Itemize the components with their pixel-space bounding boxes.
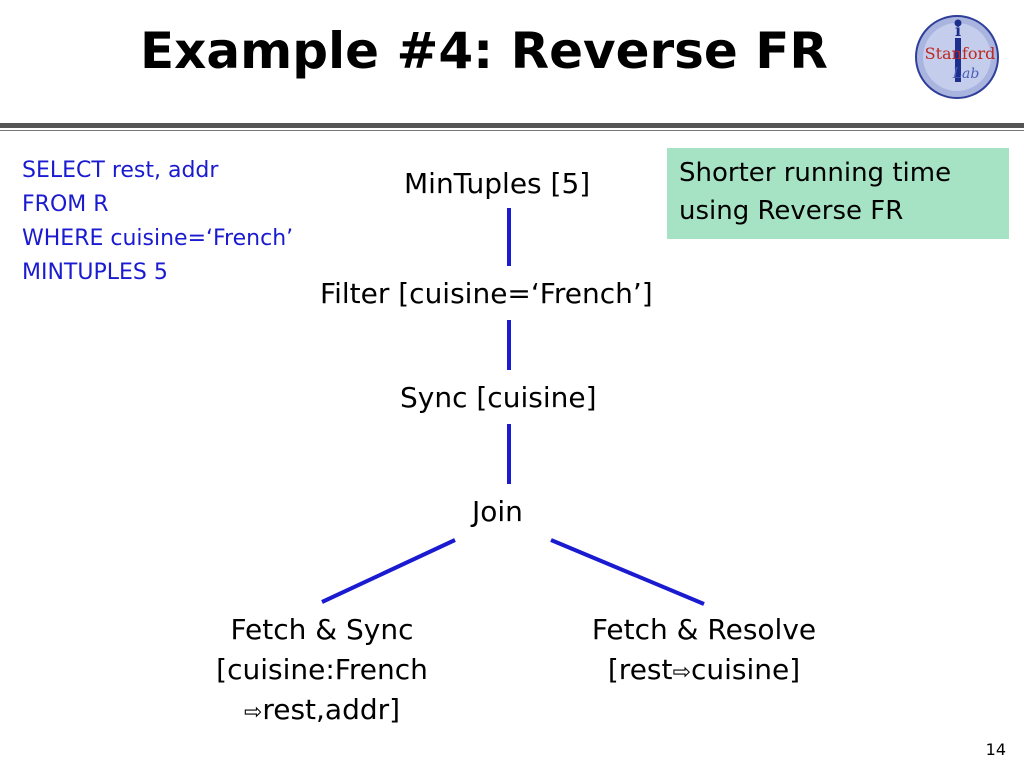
- node-label: ⇨rest,addr]: [204, 690, 440, 733]
- note-line: using Reverse FR: [679, 196, 904, 226]
- sql-query: SELECT rest, addr FROM R WHERE cuisine=‘…: [22, 154, 293, 290]
- node-label: Fetch & Sync: [230, 613, 414, 646]
- query-line: WHERE cuisine=‘French’: [22, 226, 294, 251]
- right-outline-arrow-icon: ⇨: [243, 700, 263, 725]
- slide-title: Example #4: Reverse FR: [140, 22, 828, 80]
- node-mintuples: MinTuples [5]: [404, 164, 590, 204]
- note-line: Shorter running time: [679, 158, 952, 188]
- svg-text:Lab: Lab: [952, 66, 980, 82]
- node-label-text: rest,addr]: [262, 693, 401, 726]
- stanford-infolab-logo: i Stanford Lab: [915, 15, 999, 99]
- query-line: SELECT rest, addr: [22, 158, 219, 183]
- node-label: [cuisine:French: [216, 653, 428, 686]
- node-label: [rest⇨cuisine]: [576, 650, 832, 693]
- node-label: Fetch & Resolve: [591, 613, 817, 646]
- query-line: MINTUPLES 5: [22, 260, 168, 285]
- callout-note: Shorter running time using Reverse FR: [667, 148, 1009, 239]
- node-label-text: [rest: [607, 653, 673, 686]
- node-sync: Sync [cuisine]: [400, 378, 597, 418]
- node-join: Join: [472, 492, 523, 532]
- node-filter: Filter [cuisine=‘French’]: [320, 274, 653, 314]
- node-label: Filter [cuisine=‘French’]: [320, 277, 653, 310]
- node-label: Join: [472, 495, 523, 528]
- right-outline-arrow-icon: ⇨: [672, 660, 691, 685]
- page-number: 14: [985, 740, 1006, 759]
- svg-text:i: i: [955, 21, 961, 40]
- node-label: Sync [cuisine]: [400, 381, 597, 414]
- edge-join-fetch-sync: [321, 538, 456, 604]
- title-divider: [0, 123, 1024, 128]
- node-label-text: cuisine]: [690, 653, 801, 686]
- edge-join-fetch-resolve: [550, 538, 705, 606]
- node-fetch-resolve: Fetch & Resolve [rest⇨cuisine]: [576, 610, 832, 693]
- title-divider-thin: [0, 130, 1024, 131]
- svg-text:Stanford: Stanford: [925, 44, 996, 63]
- node-label: MinTuples [5]: [404, 167, 591, 200]
- node-fetch-sync: Fetch & Sync [cuisine:French ⇨rest,addr]: [204, 610, 440, 733]
- query-line: FROM R: [22, 192, 109, 217]
